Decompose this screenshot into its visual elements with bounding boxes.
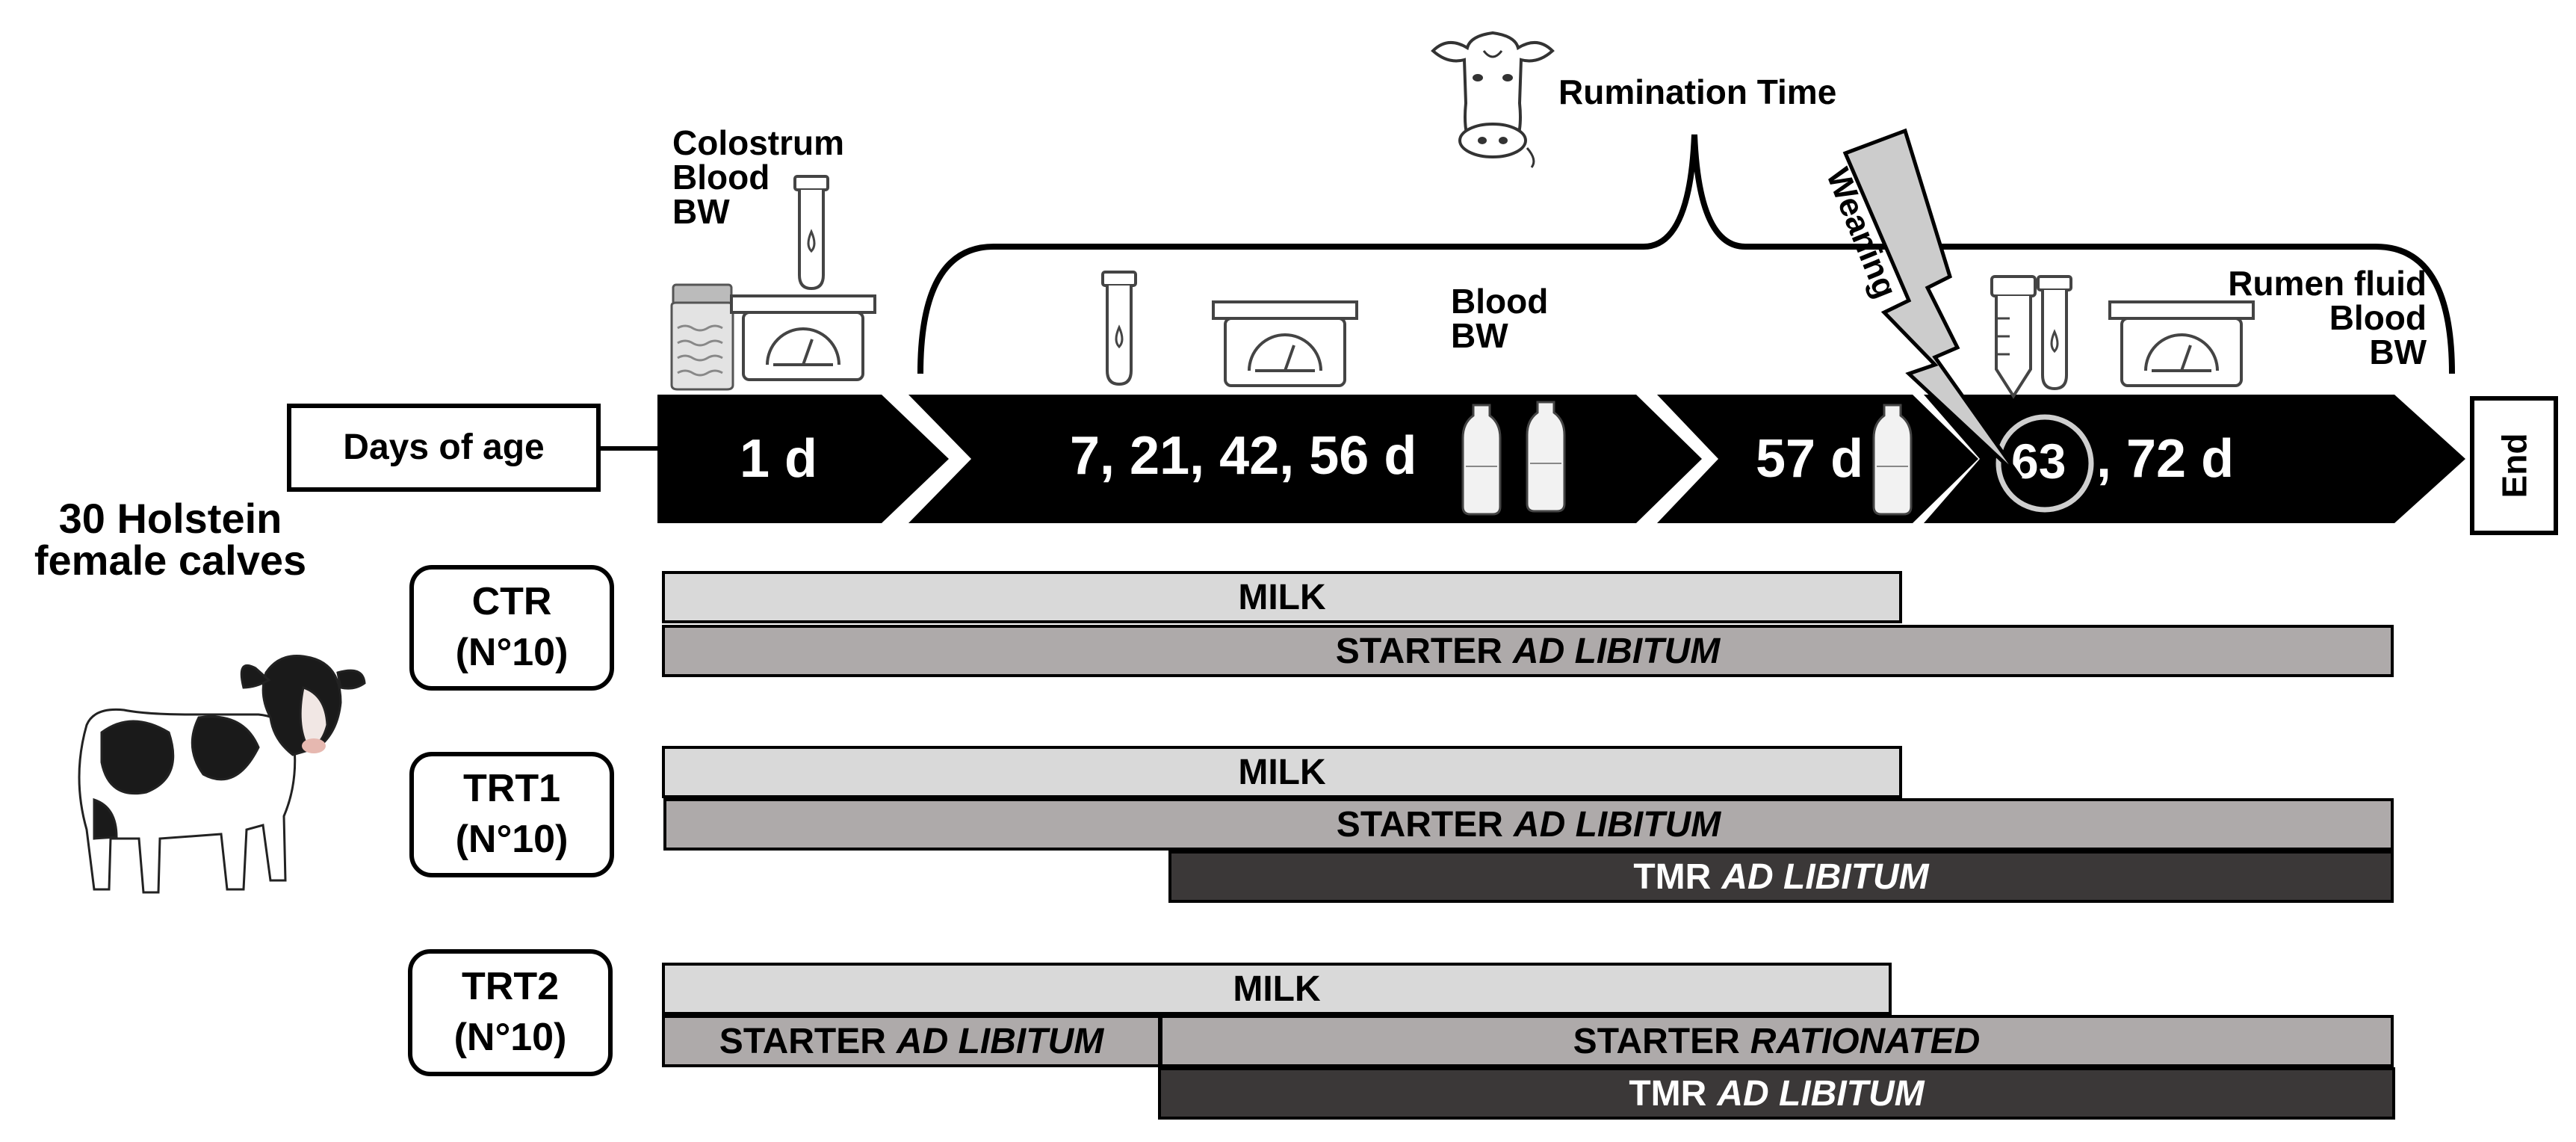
bar-qualifier: AD LIBITUM [1512, 631, 1721, 671]
bar-label: STARTER [1335, 631, 1502, 671]
end-samples: Rumen fluid Blood BW [2228, 266, 2427, 369]
ctr-milk-bar: MILK [662, 571, 1902, 623]
blood-label-mid: Blood [1451, 282, 1549, 321]
colostrum-label: Colostrum [672, 123, 844, 162]
blood-label: Blood [672, 158, 770, 197]
subjects-line-2: female calves [34, 537, 307, 584]
days-of-age-label: Days of age [343, 428, 545, 467]
bar-qualifier: AD LIBITUM [1721, 856, 1929, 897]
group-name-trt2: TRT2 [462, 965, 559, 1009]
milk-bottle-icon [1872, 404, 1913, 516]
scale-icon [730, 294, 876, 381]
end-box: End [2470, 396, 2558, 535]
scale-icon [1212, 300, 1358, 387]
group-name-ctr: CTR [471, 580, 552, 624]
blood-label-end: Blood [2329, 298, 2427, 337]
test-tube-icon [1101, 271, 1137, 386]
bar-qualifier: AD LIBITUM [1513, 804, 1721, 845]
scale-icon [2108, 300, 2255, 387]
test-tube-icon [793, 175, 829, 291]
cow-head-icon [1431, 31, 1555, 168]
day1-samples: Colostrum Blood BW [672, 126, 844, 229]
milk-bottle-icon [1461, 401, 1566, 516]
day63-circle [1996, 414, 2094, 513]
bar-label: STARTER [1573, 1021, 1740, 1061]
group-name-trt1: TRT1 [463, 767, 560, 811]
bar-qualifier: AD LIBITUM [896, 1021, 1104, 1061]
test-tube-icon [2037, 275, 2072, 391]
bar-qualifier: AD LIBITUM [1717, 1073, 1925, 1114]
rumination-time-label: Rumination Time [1558, 72, 1837, 111]
timeline-segment-2 [908, 395, 1702, 523]
bar-label: TMR [1633, 856, 1712, 897]
rumen-tube-icon [1990, 275, 2037, 399]
bar-label: MILK [1238, 752, 1326, 792]
group-box-trt1: TRT1 (N°10) [409, 752, 614, 877]
trt1-milk-bar: MILK [662, 746, 1902, 798]
group-box-trt2: TRT2 (N°10) [408, 949, 613, 1076]
rumen-fluid-label: Rumen fluid [2228, 264, 2427, 303]
bar-label: MILK [1238, 577, 1326, 617]
segment-label-1: 1 d [740, 429, 818, 489]
timeline-segment-1 [657, 395, 949, 523]
bar-label: STARTER [719, 1021, 886, 1061]
segment-label-3: 57 d [1756, 429, 1864, 489]
bar-label: TMR [1629, 1073, 1707, 1114]
mid-samples: Blood BW [1451, 284, 1548, 353]
timeline-segment-4 [1924, 395, 2465, 523]
group-box-ctr: CTR (N°10) [409, 565, 614, 691]
segment-label-4-rest: , 72 d [2096, 429, 2235, 489]
subjects-label: 30 Holstein female calves [13, 498, 327, 581]
subjects-line-1: 30 Holstein [58, 495, 282, 542]
group-n-trt1: (N°10) [455, 818, 569, 861]
trt2-milk-bar: MILK [662, 963, 1892, 1015]
bar-label: MILK [1233, 969, 1321, 1009]
milk-jar-icon [670, 283, 734, 391]
group-n-ctr: (N°10) [455, 631, 569, 674]
bw-label: BW [672, 192, 730, 231]
bar-label: STARTER [1336, 804, 1503, 845]
segment-label-2: 7, 21, 42, 56 d [1070, 426, 1417, 486]
bw-label-end: BW [2369, 333, 2427, 371]
bw-label-mid: BW [1451, 316, 1508, 355]
days-of-age-box: Days of age [287, 404, 601, 492]
bar-qualifier: RATIONATED [1750, 1021, 1981, 1061]
group-n-trt2: (N°10) [453, 1016, 567, 1059]
calf-icon [78, 655, 366, 894]
